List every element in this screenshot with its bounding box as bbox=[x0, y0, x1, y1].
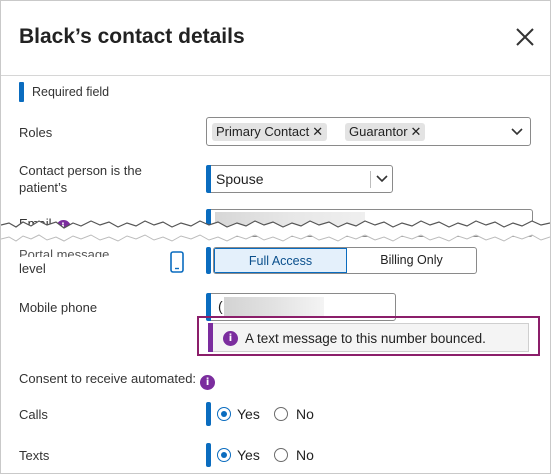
contact-person-value: Spouse bbox=[216, 171, 264, 187]
contact-person-select[interactable]: Spouse bbox=[206, 165, 393, 193]
required-edge bbox=[206, 165, 211, 193]
phone-value-prefix: ( bbox=[218, 298, 223, 314]
role-chip-primary-contact: Primary Contact✕ bbox=[212, 123, 328, 141]
select-divider bbox=[370, 171, 371, 188]
close-icon[interactable] bbox=[513, 25, 537, 49]
full-access-option[interactable]: Full Access bbox=[214, 248, 347, 273]
calls-yes-label: Yes bbox=[237, 406, 260, 422]
mobile-phone-icon bbox=[170, 251, 184, 273]
required-edge bbox=[206, 402, 211, 426]
mobile-phone-input[interactable]: ( bbox=[206, 293, 396, 321]
role-chip-label: Guarantor bbox=[349, 124, 408, 139]
dialog-title: Black’s contact details bbox=[19, 25, 245, 48]
required-edge bbox=[206, 443, 211, 467]
role-chip-label: Primary Contact bbox=[216, 124, 310, 139]
alert-highlight-box bbox=[197, 316, 540, 356]
consent-label-text: Consent to receive automated: bbox=[19, 371, 197, 386]
required-edge bbox=[206, 247, 211, 274]
portal-access-toggle: Full Access Billing Only bbox=[213, 247, 477, 274]
contact-person-label: Contact person is the patient’s bbox=[19, 163, 142, 195]
required-edge bbox=[206, 209, 211, 237]
remove-chip-icon[interactable]: ✕ bbox=[410, 124, 422, 139]
roles-multiselect[interactable]: Primary Contact✕ Guarantor✕ bbox=[206, 117, 531, 146]
calls-yes-radio[interactable] bbox=[217, 407, 231, 421]
required-field-label: Required field bbox=[32, 85, 110, 99]
info-icon: i bbox=[223, 331, 238, 346]
billing-only-option[interactable]: Billing Only bbox=[380, 253, 443, 267]
chevron-down-icon[interactable] bbox=[376, 175, 388, 183]
info-icon[interactable]: i bbox=[200, 375, 216, 390]
texts-no-radio[interactable] bbox=[274, 448, 288, 462]
mobile-phone-label: Mobile phone bbox=[19, 300, 98, 315]
chevron-down-icon[interactable] bbox=[511, 128, 523, 136]
portal-label-line1: Portal message bbox=[19, 247, 110, 257]
bounced-alert: i A text message to this number bounced. bbox=[208, 323, 529, 352]
texts-label: Texts bbox=[19, 448, 50, 463]
roles-label: Roles bbox=[19, 125, 53, 140]
torn-edge-divider bbox=[1, 220, 550, 242]
role-chip-guarantor: Guarantor✕ bbox=[345, 123, 426, 141]
portal-label-line2: level bbox=[19, 261, 46, 276]
texts-no-label: No bbox=[296, 447, 314, 463]
texts-yes-radio[interactable] bbox=[217, 448, 231, 462]
required-edge bbox=[206, 293, 211, 321]
remove-chip-icon[interactable]: ✕ bbox=[312, 124, 324, 139]
required-indicator bbox=[19, 82, 24, 102]
dialog-header: Black’s contact details bbox=[1, 1, 550, 76]
calls-no-label: No bbox=[296, 406, 314, 422]
consent-label: Consent to receive automated:i bbox=[19, 370, 216, 390]
alert-message: A text message to this number bounced. bbox=[245, 331, 486, 346]
calls-label: Calls bbox=[19, 407, 48, 422]
calls-no-radio[interactable] bbox=[274, 407, 288, 421]
alert-edge bbox=[208, 323, 213, 352]
redacted-phone bbox=[224, 297, 324, 317]
texts-yes-label: Yes bbox=[237, 447, 260, 463]
